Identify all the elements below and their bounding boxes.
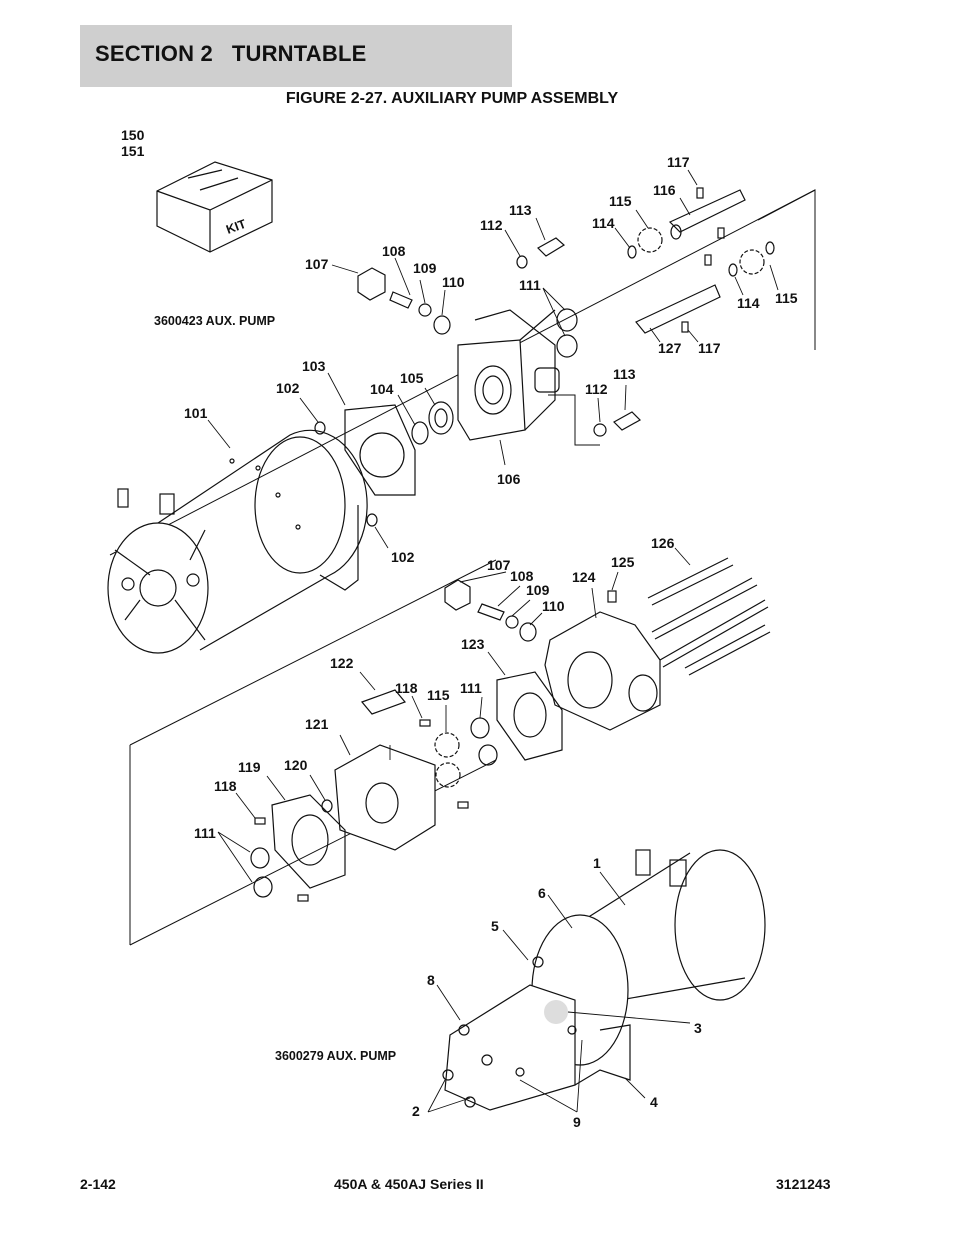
callout-5: 5 — [491, 918, 499, 934]
callout-102b: 102 — [391, 549, 415, 565]
callout-112b: 112 — [585, 381, 608, 397]
callout-113b: 113 — [613, 366, 636, 382]
pump-housing-124 — [544, 611, 661, 731]
callout-119: 119 — [238, 759, 261, 775]
callout-123: 123 — [461, 636, 485, 652]
callout-108b: 108 — [510, 568, 534, 584]
callout-110: 110 — [442, 274, 465, 290]
callout-4: 4 — [650, 1094, 658, 1110]
pump-note-3600423: 3600423 AUX. PUMP — [154, 314, 275, 328]
callout-151: 151 — [121, 143, 145, 159]
callout-106: 106 — [497, 471, 521, 487]
section-title: SECTION 2 TURNTABLE — [95, 41, 367, 66]
callout-115: 115 — [609, 193, 632, 209]
callout-117b: 117 — [698, 340, 721, 356]
callout-111c: 111 — [194, 825, 216, 841]
callout-6: 6 — [538, 885, 546, 901]
callout-112: 112 — [480, 217, 503, 233]
motor-101 — [107, 429, 368, 654]
plate-121 — [334, 744, 436, 851]
callout-104: 104 — [370, 381, 394, 397]
callout-labels: 150 151 117 116 115 113 114 112 108 107 … — [121, 127, 798, 1130]
kit-label: KIT — [224, 217, 248, 237]
callout-109: 109 — [413, 260, 437, 276]
callout-2: 2 — [412, 1103, 420, 1119]
callout-9: 9 — [573, 1114, 581, 1130]
callout-114: 114 — [592, 215, 615, 231]
callout-107b: 107 — [487, 557, 511, 573]
callout-109b: 109 — [526, 582, 550, 598]
callout-117: 117 — [667, 154, 690, 170]
assembled-pump-3600279 — [442, 849, 766, 1111]
callout-111b: 111 — [460, 680, 482, 696]
callout-1: 1 — [593, 855, 601, 871]
callout-108: 108 — [382, 243, 406, 259]
figure-title: FIGURE 2-27. AUXILIARY PUMP ASSEMBLY — [285, 90, 619, 107]
callout-116: 116 — [653, 182, 676, 198]
callout-105: 105 — [400, 370, 424, 386]
callout-115c: 115 — [427, 687, 450, 703]
callout-124: 124 — [572, 569, 596, 585]
callout-118b: 118 — [214, 778, 237, 794]
callout-121: 121 — [305, 716, 329, 732]
callout-103: 103 — [302, 358, 326, 374]
pump-body-106 — [457, 309, 560, 441]
callout-113: 113 — [509, 202, 532, 218]
kit-box: KIT — [156, 161, 273, 253]
callout-125: 125 — [611, 554, 635, 570]
callout-114b: 114 — [737, 295, 760, 311]
callout-107: 107 — [305, 256, 329, 272]
callout-120: 120 — [284, 757, 308, 773]
callout-122: 122 — [330, 655, 354, 671]
callout-111: 111 — [519, 277, 541, 293]
footer-model: 450A & 450AJ Series II — [334, 1176, 484, 1192]
callout-118: 118 — [395, 680, 418, 696]
callout-110b: 110 — [542, 598, 565, 614]
callout-8: 8 — [427, 972, 435, 988]
pump-note-3600279: 3600279 AUX. PUMP — [275, 1049, 396, 1063]
gasket-103 — [344, 404, 416, 496]
callout-101: 101 — [184, 405, 208, 421]
callout-150: 150 — [121, 127, 145, 143]
callout-115b: 115 — [775, 290, 798, 306]
footer-doc-number: 3121243 — [776, 1176, 831, 1192]
callout-3: 3 — [694, 1020, 702, 1036]
callout-127: 127 — [658, 340, 682, 356]
callout-126: 126 — [651, 535, 675, 551]
section-header-box — [80, 25, 512, 87]
callout-102: 102 — [276, 380, 300, 396]
footer-page-number: 2-142 — [80, 1176, 116, 1192]
